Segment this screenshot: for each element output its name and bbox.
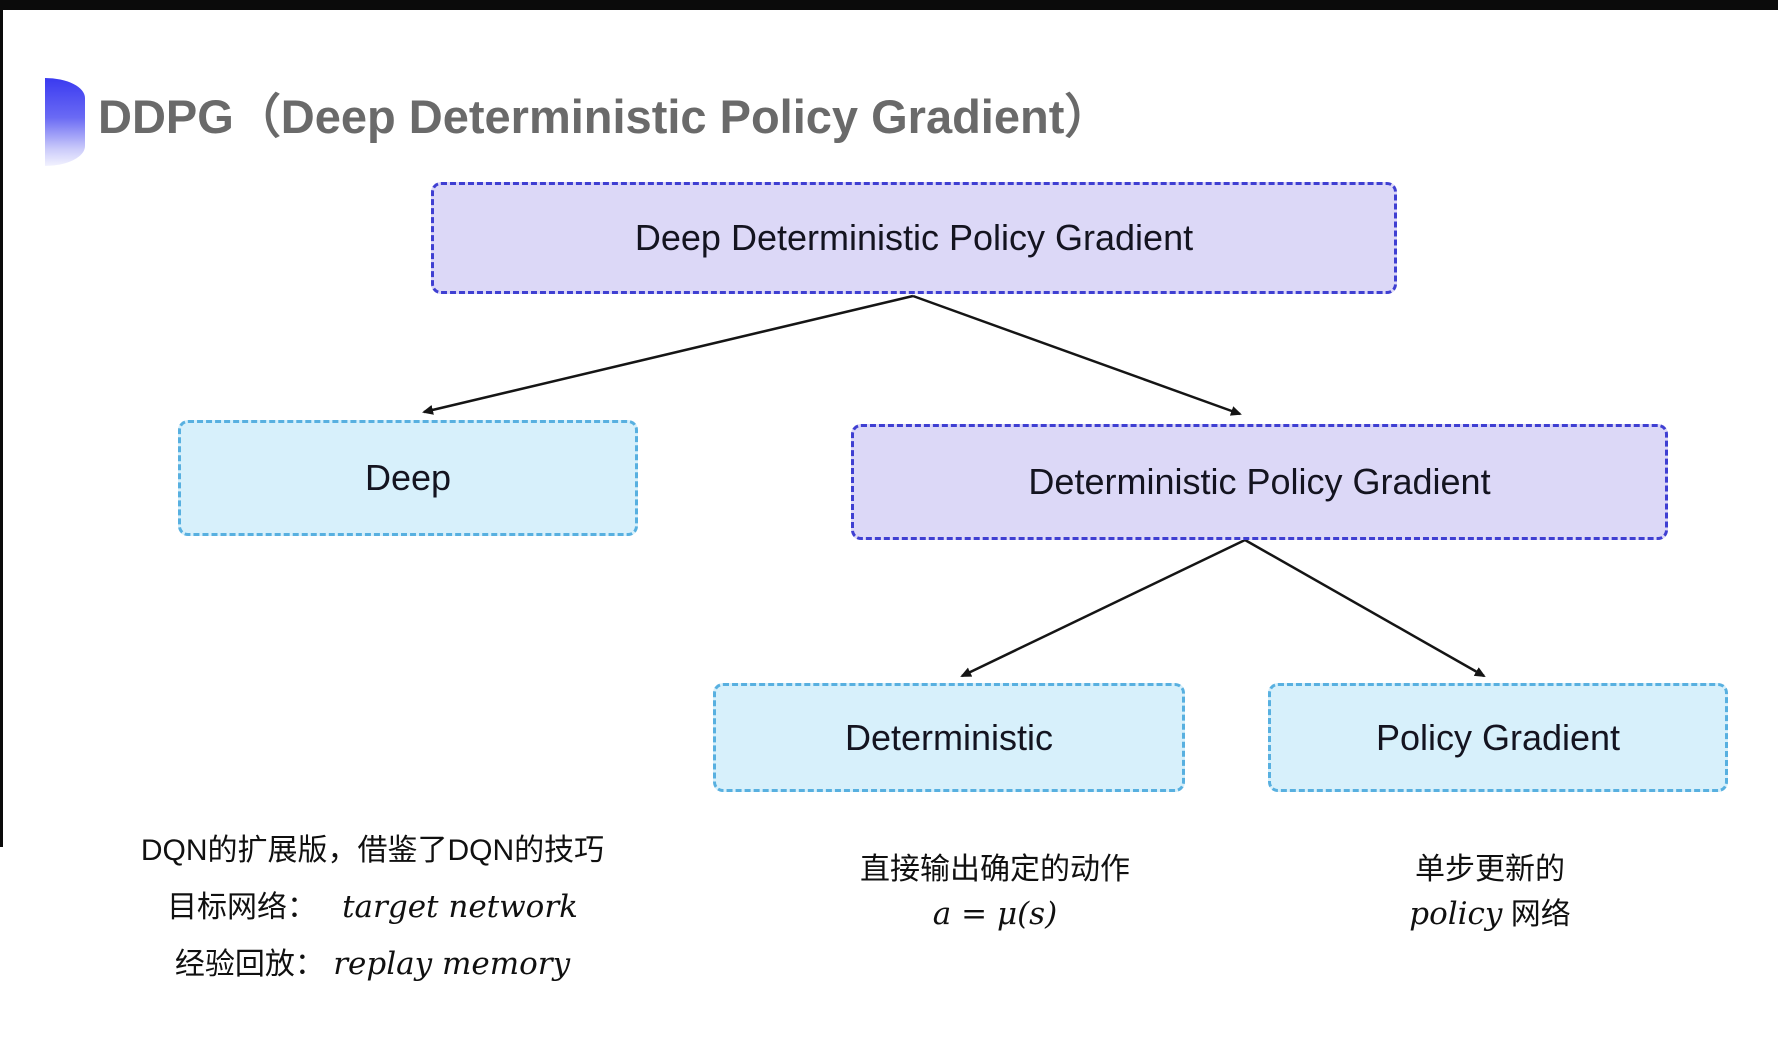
note-deep-line3-value: replay memory bbox=[333, 946, 571, 982]
note-deep-line2: 目标网络： target network bbox=[120, 892, 625, 923]
note-deep-line3: 经验回放： replay memory bbox=[120, 949, 625, 980]
arrow-dpg-to-deterministic bbox=[960, 538, 1246, 678]
note-policy-gradient: 单步更新的 policy 网络 bbox=[1290, 855, 1690, 930]
note-policy-gradient-line2-italic: policy bbox=[1409, 896, 1503, 932]
note-deterministic-formula: a = μ(s) bbox=[932, 896, 1058, 932]
node-label: Policy Gradient bbox=[1375, 716, 1621, 758]
note-policy-gradient-line2: policy 网络 bbox=[1290, 899, 1690, 930]
arrow-root-to-dpg bbox=[912, 294, 1242, 416]
node-label: Deep bbox=[364, 457, 452, 498]
node-deterministic-policy-gradient: Deterministic Policy Gradient bbox=[851, 424, 1668, 540]
arrow-root-to-deep bbox=[422, 294, 914, 415]
arrow-dpg-to-policy-gradient bbox=[1244, 538, 1486, 678]
left-border-line bbox=[0, 0, 3, 847]
note-deep: DQN的扩展版，借鉴了DQN的技巧 目标网络： target network 经… bbox=[120, 836, 625, 980]
node-label: Deterministic Policy Gradient bbox=[1028, 461, 1491, 502]
node-deterministic: Deterministic bbox=[713, 683, 1185, 792]
top-border-bar bbox=[0, 0, 1778, 10]
note-deterministic-line1: 直接输出确定的动作 bbox=[860, 853, 1130, 886]
note-deep-line2-value: target network bbox=[342, 889, 578, 925]
page-title: DDPG（Deep Deterministic Policy Gradient） bbox=[98, 90, 1112, 143]
note-deep-line2-label: 目标网络： bbox=[167, 891, 318, 924]
note-deterministic: 直接输出确定的动作 a = μ(s) bbox=[795, 855, 1195, 930]
node-label: Deterministic bbox=[844, 716, 1054, 758]
node-deep-deterministic-policy-gradient: Deep Deterministic Policy Gradient bbox=[431, 182, 1397, 294]
node-policy-gradient: Policy Gradient bbox=[1268, 683, 1728, 792]
node-label: Deep Deterministic Policy Gradient bbox=[634, 217, 1194, 258]
note-policy-gradient-line1: 单步更新的 bbox=[1415, 853, 1565, 886]
note-deep-line3-label: 经验回放： bbox=[174, 948, 325, 981]
bullet-semicircle-icon bbox=[45, 78, 85, 166]
node-deep: Deep bbox=[178, 420, 638, 536]
note-policy-gradient-line2-rest: 网络 bbox=[1510, 898, 1571, 931]
note-deep-line1: DQN的扩展版，借鉴了DQN的技巧 bbox=[140, 834, 605, 867]
